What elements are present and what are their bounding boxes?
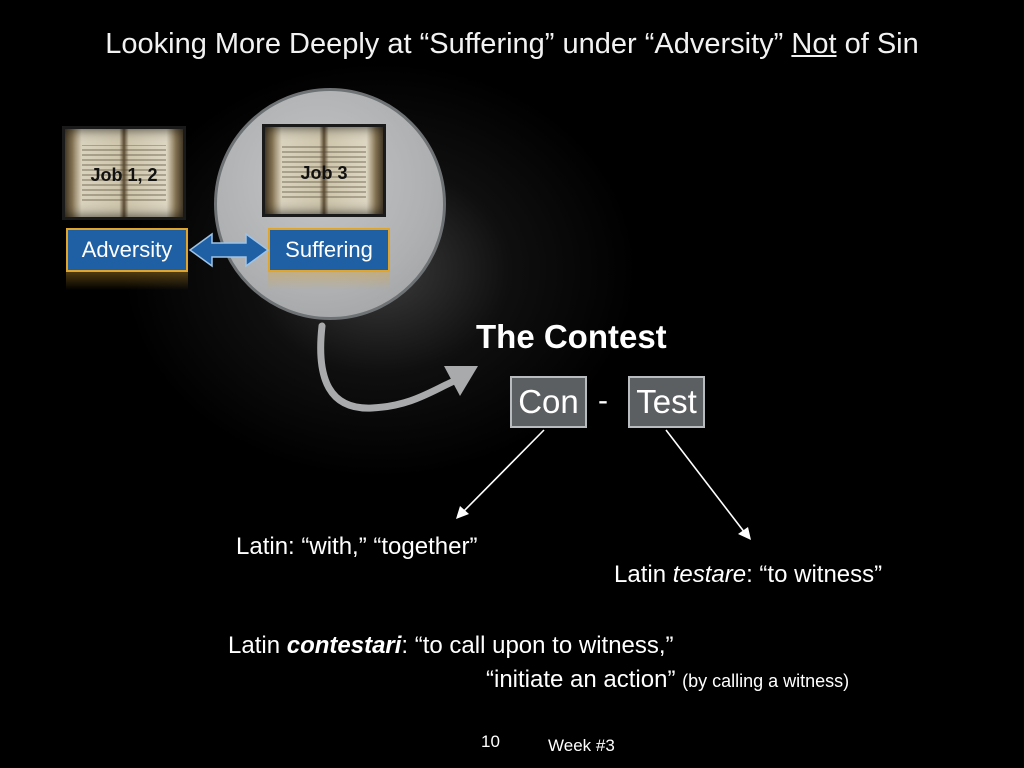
test-meaning-prefix: Latin <box>614 561 673 588</box>
contestari-meaning: Latin contestari: “to call upon to witne… <box>228 632 674 660</box>
title-underlined-word: Not <box>791 28 837 60</box>
slide-title: Looking More Deeply at “Suffering” under… <box>0 28 1024 61</box>
arrow-to-con-meaning <box>456 429 545 519</box>
con-meaning: Latin: “with,” “together” <box>236 533 478 560</box>
curved-arrow-icon <box>317 322 478 412</box>
test-meaning-word: testare <box>672 561 747 588</box>
title-part-2: of Sin <box>836 28 919 60</box>
word-separator: - <box>598 384 608 417</box>
book-label-job-1-2: Job 1, 2 <box>90 165 158 185</box>
page-number: 10 <box>481 732 500 751</box>
contestari-word: contestari <box>286 632 402 659</box>
contestari-meaning-line-2: “initiate an action” (by calling a witne… <box>486 666 849 694</box>
contest-heading: The Contest <box>476 318 667 355</box>
book-pages-texture <box>281 142 367 199</box>
suffering-tag-glow <box>268 272 390 290</box>
book-job-3: Job 3 <box>262 124 386 217</box>
title-part-1: Looking More Deeply at “Suffering” under… <box>105 28 792 60</box>
adversity-tag-glow <box>66 272 188 290</box>
double-arrow-icon <box>188 232 270 268</box>
book-job-1-2: Job 1, 2 <box>62 126 186 220</box>
contestari-definition: : “to call upon to witness,” <box>401 632 674 659</box>
suffering-tag: Suffering <box>268 228 390 272</box>
test-meaning: Latin testare: “to witness” <box>614 561 882 589</box>
week-label: Week #3 <box>548 736 615 755</box>
adversity-tag: Adversity <box>66 228 188 272</box>
arrow-to-test-meaning <box>665 429 751 540</box>
con-box: Con <box>510 376 587 428</box>
book-pages-texture <box>81 144 167 202</box>
book-label-job-3: Job 3 <box>300 163 348 183</box>
contestari-line-2-text: “initiate an action” <box>486 666 676 693</box>
contestari-parenthetical: (by calling a witness) <box>682 671 850 691</box>
contestari-prefix: Latin <box>228 632 287 659</box>
test-meaning-definition: : “to witness” <box>746 561 883 588</box>
test-box: Test <box>628 376 705 428</box>
